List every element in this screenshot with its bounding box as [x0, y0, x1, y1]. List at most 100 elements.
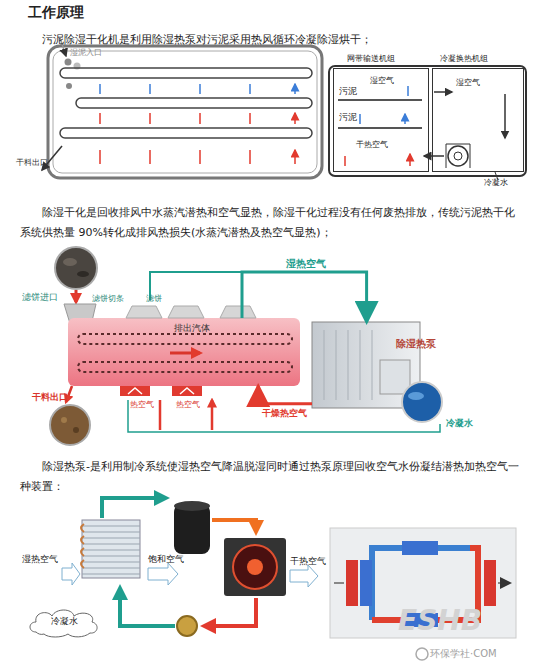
flow-connector: [242, 272, 367, 322]
flow-label: 湿热空气: [286, 258, 326, 270]
refrigerant-line: [212, 520, 256, 532]
node-text: 排出汽体: [174, 323, 210, 334]
air-label: 饱和空气: [148, 554, 184, 565]
exhaust-hood: [126, 306, 256, 318]
dryer-housing: [53, 51, 317, 173]
fan: [448, 146, 468, 166]
material-label: 污泥: [339, 112, 357, 123]
schematic-coil: [346, 560, 358, 606]
conveyor-section: 网带输送机组: [333, 52, 429, 172]
watermark-logo: [416, 648, 428, 660]
section-frame: [333, 68, 429, 172]
conveyor-belt: [60, 68, 312, 78]
condenser-fan: [247, 559, 263, 575]
schematic-panel: [330, 528, 516, 638]
node-text: 冷凝水: [26, 616, 102, 627]
refrigerant-line: [120, 588, 175, 626]
evaporator-fins: [82, 526, 140, 574]
exhaust-duct: [150, 272, 242, 300]
inlet-label: 滤饼进口: [22, 292, 58, 303]
filter-cake-photo: [63, 258, 77, 266]
air-arrow: [290, 565, 318, 587]
node-text: 冷凝换热机组: [440, 54, 488, 64]
airflow-arrow: [100, 150, 295, 164]
outlet-label: 干料出口: [16, 158, 48, 168]
airflow-arrow: [434, 91, 452, 93]
flow-label: 干燥热空气: [262, 408, 307, 419]
condenser-fan: [233, 545, 277, 589]
flow-arrow: [170, 352, 200, 355]
air-label: 湿热空气: [22, 554, 58, 565]
chevron: [128, 388, 194, 394]
flow-connector: [258, 386, 312, 404]
compressor: [174, 501, 210, 511]
schematic-block: [402, 541, 438, 555]
part-label: 滤饼: [146, 294, 162, 304]
dry-product-photo: [73, 427, 79, 433]
condensate-photo: [408, 392, 424, 400]
compressor: [174, 504, 210, 554]
air-label: 干热空气: [290, 556, 326, 567]
schematic-coil: [360, 560, 372, 606]
conveyor-belt: [78, 362, 292, 372]
condensate-cloud: 冷凝水: [26, 606, 102, 638]
condensate-label: 冷凝水: [484, 178, 508, 188]
airflow-arrow: [504, 94, 506, 138]
fan-housing: [446, 144, 470, 168]
fan: [454, 152, 462, 160]
body-paragraph: 除湿热泵-是利用制冷系统使湿热空气降温脱湿同时通过热泵原理回收空气水份凝结潜热加…: [20, 457, 525, 497]
airflow-arrow: [100, 84, 295, 94]
intro-paragraph: 污泥除湿干化机是利用除湿热泵对污泥采用热风循环冷凝除湿烘干；: [20, 30, 525, 50]
condenser: [224, 538, 286, 596]
dry-product-photo: [50, 405, 90, 445]
evaporator: [82, 520, 140, 578]
air-label: 湿空气: [370, 76, 394, 86]
outlet-label: 干料出口: [32, 392, 68, 403]
air-label: 湿空气: [456, 78, 480, 88]
condenser-section: 冷凝换热机组: [432, 52, 524, 172]
node-text: 除湿热泵: [396, 338, 436, 350]
copper-bend: [81, 524, 84, 568]
conveyor-belt: [78, 334, 292, 344]
air-label: 干热空气: [356, 140, 388, 150]
material-label: 污泥: [339, 86, 357, 97]
dryer-body: [68, 318, 300, 386]
watermark: ESHB: [398, 604, 482, 638]
watermark: 环保学社·COM: [430, 648, 497, 660]
inlet-label: 湿泥入口: [70, 48, 102, 58]
air-label: 热空气: [130, 400, 154, 410]
dry-product-photo: [61, 417, 67, 423]
heat-pump-box: 除湿热泵: [312, 322, 442, 408]
condensate-label: 冷凝水: [446, 418, 473, 429]
node-text: 网带输送机组: [347, 54, 395, 64]
expansion-valve: [177, 616, 197, 636]
filter-cake-photo: [77, 271, 89, 277]
air-arrow: [148, 563, 178, 585]
conveyor-belt: [338, 100, 422, 128]
dryer-chamber: 排出汽体: [68, 318, 300, 386]
section-housing: [329, 66, 526, 176]
heat-pump-panel: [380, 360, 410, 394]
airflow-arrow: [360, 86, 408, 124]
schematic-arrow: [334, 582, 510, 584]
air-label: 热空气: [176, 400, 200, 410]
condensate-photo: [402, 382, 442, 422]
schematic-coil: [484, 560, 496, 606]
conveyor-belt: [76, 98, 312, 108]
filter-cake-photo: [55, 247, 97, 289]
body-paragraph: 除湿干化是回收排风中水蒸汽潜热和空气显热，除湿干化过程没有任何废热排放，传统污泥…: [20, 203, 525, 243]
airflow-arrow: [160, 400, 212, 430]
airflow-arrow: [100, 113, 295, 124]
dryer-housing: [48, 46, 322, 178]
refrigerant-line: [102, 498, 166, 518]
conveyor-belt: [60, 128, 312, 138]
section-frame: [432, 68, 524, 172]
part-label: 滤饼切条: [92, 294, 124, 304]
air-arrow: [62, 563, 80, 585]
airflow-arrow: [345, 154, 410, 166]
airflow-arrow: [424, 155, 444, 157]
